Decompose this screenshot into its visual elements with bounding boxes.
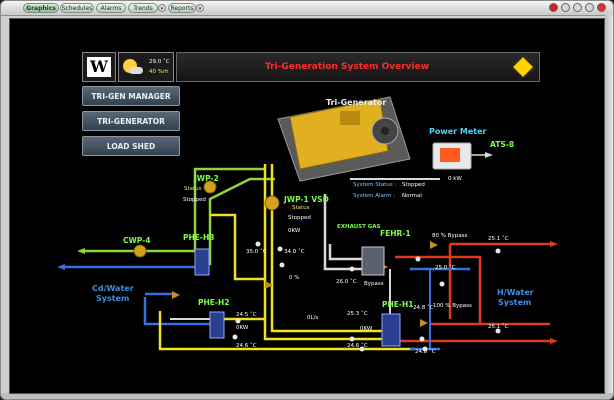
jwp-1-status: Stopped (288, 215, 311, 221)
jwp-2-status-label: Status (184, 186, 202, 192)
weather-panel: 29.0 ˚C 40 %rh (118, 52, 174, 82)
system-status-value: Stopped (402, 182, 425, 188)
tri-generator-label: Tri-Generator (326, 98, 387, 107)
exhaust-gas-label: EXHAUST GAS (337, 224, 381, 230)
valve-percent: 0 % (289, 275, 300, 281)
tab-trends[interactable]: Trends (128, 3, 158, 13)
navigation-bar: Graphics Schedules Alarms Trends ▾ Repor… (1, 1, 613, 16)
system-alarm-value: Normal (402, 193, 422, 199)
fehr-1-label: FEHR-1 (380, 229, 411, 238)
minimize-icon[interactable] (561, 3, 570, 12)
cold-water-system-label-line2: System (96, 294, 130, 303)
outdoor-humidity: 40 %rh (149, 69, 169, 75)
phe-h2-body (209, 311, 225, 339)
system-status-label: System Status : (353, 182, 397, 188)
title-banner: Tri-Generation System Overview (176, 52, 540, 82)
flow-rate: 0L/s (307, 315, 319, 321)
trends-dropdown-icon[interactable]: ▾ (158, 4, 166, 12)
temp-34: 34.0 ˚C (284, 249, 305, 255)
phe-h3-body (194, 248, 210, 276)
power-meter-label: Power Meter (429, 127, 487, 136)
status-bar (1, 393, 613, 399)
tab-reports[interactable]: Reports (168, 3, 196, 13)
phe-h1-label: PHE-H1 (382, 300, 414, 309)
maximize-icon[interactable] (585, 3, 594, 12)
bypass-label: Bypass (364, 281, 384, 287)
power-meter-reading: 0 kW (448, 176, 462, 182)
temp-24-5: 24.5 ˚C (236, 312, 257, 318)
phe-h2-label: PHE-H2 (198, 298, 230, 307)
tab-schedules[interactable]: Schedules (60, 3, 94, 13)
phe-h2-power: 0KW (236, 325, 249, 331)
company-logo: W (82, 52, 116, 82)
restore-icon[interactable] (573, 3, 582, 12)
tab-graphics[interactable]: Graphics (23, 3, 59, 13)
tri-gen-manager-button[interactable]: TRI-GEN MANAGER (82, 86, 180, 106)
bypass-80: 80 % Bypass (432, 233, 468, 239)
temp-25-1-right: 25.1 ˚C (488, 324, 509, 330)
pipework-diagram (57, 96, 558, 352)
system-alarm-label: System Alarm : (353, 193, 396, 199)
jwp-2-status: Stopped (183, 197, 206, 203)
temp-24-8-bottom: 24.8 ˚C (415, 349, 436, 355)
temp-25-3: 25.3 ˚C (347, 311, 368, 317)
jwp-1-power: 0KW (288, 228, 301, 234)
temp-24-8-mid: 24.8 ˚C (413, 305, 434, 311)
phe-h1-body (381, 313, 401, 347)
temp-24-6-mid: 24.6 ˚C (347, 343, 368, 349)
temp-24-6-left: 24.6 ˚C (236, 343, 257, 349)
bypass-100: 100 % Bypass (433, 303, 472, 309)
load-shed-button[interactable]: LOAD SHED (82, 136, 180, 156)
outdoor-temperature: 29.0 ˚C (149, 59, 170, 65)
reports-dropdown-icon[interactable]: ▾ (196, 4, 204, 12)
phe-h1-power: 0KW (360, 326, 373, 332)
temp-26: 26.0 ˚C (336, 279, 357, 285)
hot-water-system-label-line1: H/Water (497, 288, 534, 297)
temp-25: 25.0 ˚C (435, 265, 456, 271)
jwp-1-status-label: Status (292, 205, 310, 211)
right-scroll-rail[interactable] (605, 15, 613, 395)
graphics-screen: W 29.0 ˚C 40 %rh Tri-Generation System O… (9, 18, 605, 394)
jwp-1-vsd-label: JWP-1 VSD (284, 195, 329, 204)
alarm-indicator-icon[interactable] (549, 3, 558, 12)
jwp-2-label: JWP-2 (194, 174, 219, 183)
temp-35: 35.0 ˚C (246, 249, 267, 255)
tab-alarms[interactable]: Alarms (96, 3, 126, 13)
phe-h3-label: PHE-H3 (183, 233, 215, 242)
logo-letter: W (87, 57, 111, 77)
hot-water-system-label-line2: System (498, 298, 532, 307)
page-title: Tri-Generation System Overview (264, 62, 430, 72)
close-icon[interactable] (597, 3, 606, 12)
tri-generator-button[interactable]: TRI-GENERATOR (82, 111, 180, 131)
temp-25-1-top: 25.1 ˚C (488, 236, 509, 242)
fehr-1-body (361, 246, 385, 276)
cold-water-system-label-line1: Cd/Water (92, 284, 134, 293)
ats-8-label: ATS-8 (490, 140, 515, 149)
cwp-4-label: CWP-4 (123, 236, 151, 245)
cloud-icon (129, 67, 143, 74)
